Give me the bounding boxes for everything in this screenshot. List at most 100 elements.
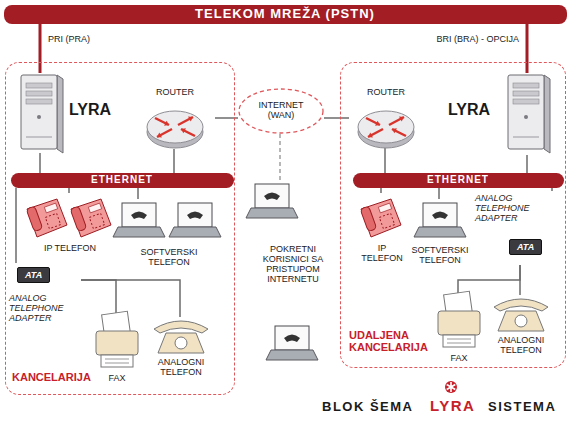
analog-phone: ANALOGNI TELEFON bbox=[146, 317, 216, 381]
icon-shape bbox=[447, 339, 471, 340]
office-region: KANCELARIJA LYRA ROUTER ETHERNET IP TELEFONS… bbox=[5, 62, 235, 395]
node-text: TELEKOM MREŽA (PSTN) bbox=[4, 5, 566, 23]
ip-phone: IP TELEFON bbox=[25, 193, 116, 259]
icon-shape bbox=[164, 121, 169, 126]
icon-shape bbox=[389, 117, 404, 125]
ip-phone: IP TELEFON bbox=[357, 193, 408, 273]
node-text: ANALOG TELEPHONE ADAPTER bbox=[9, 293, 71, 323]
connector bbox=[279, 134, 280, 182]
icon-shape bbox=[187, 212, 203, 220]
icon-shape bbox=[443, 335, 475, 347]
connector bbox=[526, 155, 528, 173]
connector bbox=[81, 280, 116, 313]
connector bbox=[68, 188, 70, 193]
icon-shape bbox=[70, 206, 87, 232]
icon-shape bbox=[414, 227, 466, 237]
icon-shape bbox=[155, 118, 169, 125]
icon-shape bbox=[524, 115, 528, 119]
icon-shape bbox=[105, 363, 129, 364]
icon-shape bbox=[392, 128, 397, 133]
router: ROUTER bbox=[349, 87, 424, 147]
analog-adapter: ANALOG TELEPHONE ADAPTER ATA bbox=[473, 191, 561, 265]
icon-shape bbox=[45, 213, 60, 228]
connector bbox=[458, 265, 520, 293]
icon-shape bbox=[375, 121, 380, 126]
icon-shape bbox=[181, 129, 195, 136]
connector bbox=[173, 149, 175, 173]
icon-shape bbox=[275, 326, 309, 350]
connector bbox=[551, 188, 553, 191]
lyra-logo bbox=[445, 381, 457, 393]
node-text: ATA bbox=[509, 239, 542, 255]
node-text: POKRETNI KORISNICI SA PRISTUPOM INTERNET… bbox=[253, 244, 333, 284]
icon-shape bbox=[157, 129, 172, 137]
icon-shape bbox=[255, 184, 289, 208]
icon-shape bbox=[37, 115, 41, 119]
analog-adapter: ATA ANALOG TELEPHONE ADAPTER bbox=[9, 263, 81, 335]
mobile-users: POKRETNI KORISNICI SA PRISTUPOM INTERNET… bbox=[245, 182, 337, 368]
icon-shape bbox=[498, 311, 544, 331]
node-text: FAX bbox=[91, 373, 143, 383]
icon-shape bbox=[71, 199, 111, 237]
router: ROUTER bbox=[136, 87, 215, 149]
icon-shape bbox=[26, 99, 52, 104]
icon-shape bbox=[544, 75, 550, 153]
icon-shape bbox=[513, 91, 539, 96]
icon-shape bbox=[113, 227, 165, 237]
icon-shape bbox=[368, 133, 373, 138]
edge-label: PRI (PRA) bbox=[46, 34, 92, 44]
node-text: ANALOG TELEPHONE ADAPTER bbox=[475, 193, 545, 223]
fax: FAX bbox=[433, 293, 486, 368]
connector bbox=[438, 188, 440, 199]
icon-shape bbox=[447, 343, 471, 344]
title-word: LYRA bbox=[430, 398, 475, 415]
node-text: ETHERNET bbox=[11, 173, 233, 187]
icon-shape bbox=[57, 75, 63, 153]
node-text: ATA bbox=[17, 267, 50, 283]
connector bbox=[39, 153, 41, 173]
icon-shape bbox=[399, 116, 404, 121]
icon-shape bbox=[21, 75, 57, 149]
connector bbox=[39, 24, 42, 73]
icon-shape bbox=[508, 75, 544, 149]
icon-shape bbox=[96, 331, 138, 355]
node-text: SOFTVERSKI TELEFON bbox=[409, 245, 471, 265]
icon-shape bbox=[368, 129, 383, 137]
icon-shape bbox=[513, 83, 539, 88]
node-text: FAX bbox=[433, 353, 485, 363]
icon-shape bbox=[26, 91, 52, 96]
node-text: ANALOGNI TELEFON bbox=[151, 357, 211, 377]
connector bbox=[526, 24, 529, 73]
icon-shape bbox=[131, 212, 147, 220]
icon-shape bbox=[26, 206, 43, 232]
title-word: SISTEMA bbox=[488, 400, 556, 415]
lyra-server: LYRA bbox=[19, 73, 119, 153]
icon-shape bbox=[513, 137, 539, 138]
remote-office-region: UDALJENA KANCELARIJAROUTERLYRAETHERNETIP… bbox=[340, 62, 566, 368]
icon-shape bbox=[432, 212, 448, 220]
icon-shape bbox=[264, 193, 280, 201]
node-text: UDALJENA KANCELARIJA bbox=[349, 329, 429, 354]
icon-shape bbox=[438, 311, 480, 335]
softphone: SOFTVERSKI TELEFON bbox=[409, 199, 472, 273]
icon-shape bbox=[360, 206, 377, 232]
node-text: ROUTER bbox=[136, 87, 214, 97]
icon-shape bbox=[513, 99, 539, 104]
icon-shape bbox=[88, 203, 101, 213]
icon-shape bbox=[147, 111, 203, 143]
node-text: ROUTER bbox=[349, 87, 423, 97]
icon-shape bbox=[392, 129, 406, 136]
connector bbox=[380, 188, 382, 193]
icon-shape bbox=[379, 213, 394, 228]
icon-shape bbox=[284, 335, 300, 343]
node-text: INTERNET (WAN) bbox=[251, 100, 311, 120]
node-text: KANCELARIJA bbox=[12, 371, 102, 383]
connector bbox=[81, 280, 180, 317]
connector bbox=[137, 188, 139, 199]
icon-shape bbox=[246, 208, 298, 218]
softphone: SOFTVERSKI TELEFON bbox=[114, 199, 226, 275]
internet-cloud: INTERNET (WAN) bbox=[238, 88, 324, 134]
icon-shape bbox=[89, 213, 104, 228]
icon-shape bbox=[169, 227, 221, 237]
